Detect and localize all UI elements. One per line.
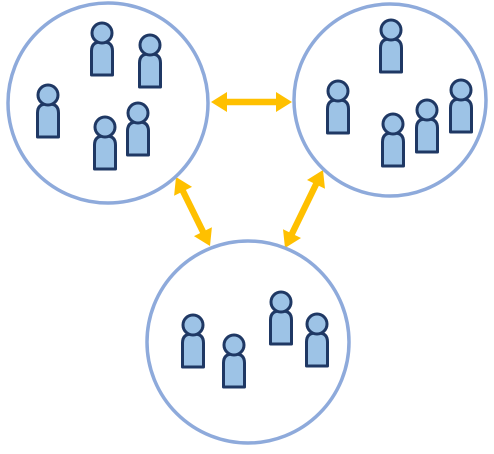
person-icon [326,79,350,135]
person-icon [36,83,60,139]
group-top-left [6,1,210,205]
person-icon [181,313,205,369]
person-icon [305,312,329,368]
person-icon [138,33,162,89]
person-icon [269,290,293,346]
person-icon [381,112,405,168]
connection-arrow-top-left-bottom [174,177,212,246]
person-icon [90,21,114,77]
connection-arrow-top-left-top-right [211,92,292,112]
person-icon [379,18,403,74]
person-icon [449,78,473,134]
group-bottom [145,239,351,445]
person-icon [415,98,439,154]
person-icon [126,101,150,157]
person-icon [93,115,117,171]
person-icon [222,333,246,389]
group-top-right [292,2,488,198]
connection-arrow-top-right-bottom [283,170,325,248]
group-circle [145,239,351,445]
